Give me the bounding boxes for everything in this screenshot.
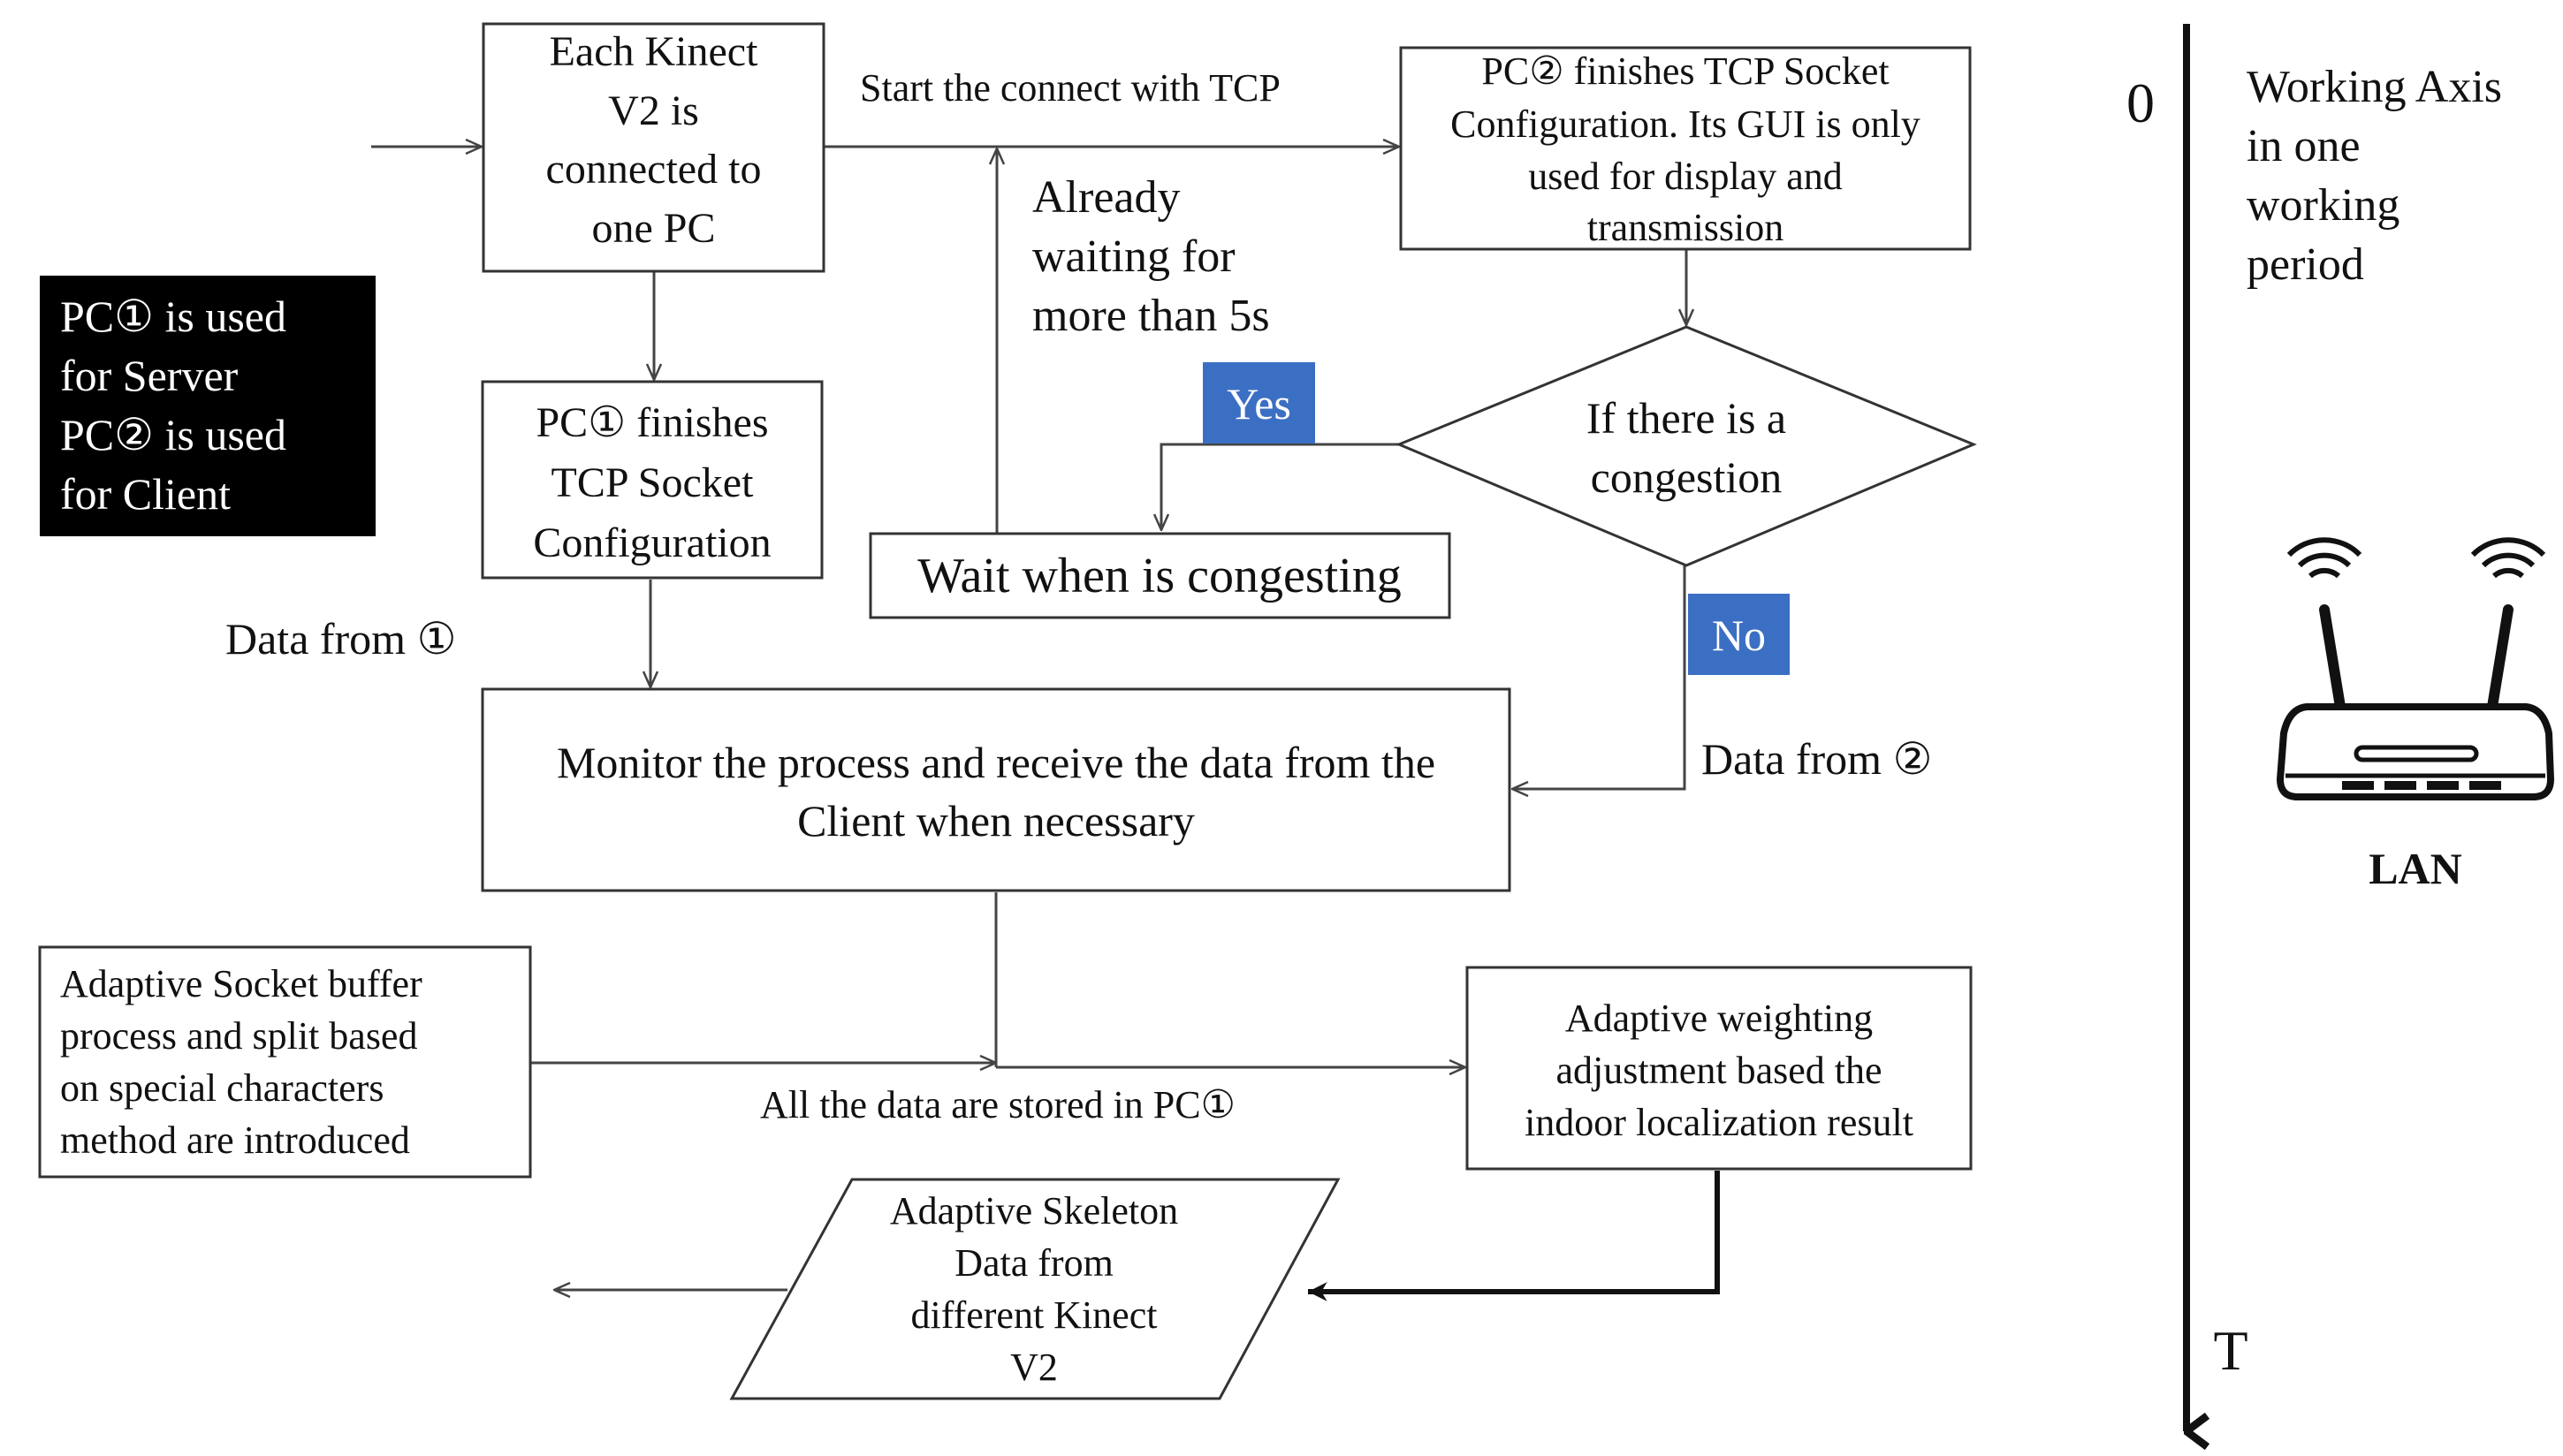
weighting-to-skeleton-arrow [1308,1171,1720,1301]
start-tcp-label: Start the connect with TCP [860,66,1281,110]
already-waiting-line: Already [1032,172,1180,223]
working-axis: 0 T Working Axis in one working period [2126,24,2502,1431]
legend-line: PC② is used [60,410,286,459]
client-config-line: PC② finishes TCP Socket [1481,49,1889,93]
data-from-2-label: Data from ② [1701,734,1932,784]
axis-title-line: Working Axis [2247,62,2502,112]
stored-label: All the data are stored in PC① [760,1083,1236,1126]
buffer-box-line: method are introduced [60,1119,410,1162]
router-label: LAN [2369,844,2462,893]
wait-box-text: Wait when is congesting [917,549,1402,603]
yes-tag-text: Yes [1227,379,1291,428]
skeleton-data-line: Adaptive Skeleton [890,1189,1178,1232]
yes-branch-arrow [1161,443,1399,530]
buffer-box-line: on special characters [60,1066,384,1110]
wait-box: Wait when is congesting [869,532,1451,619]
axis-end-label: T [2213,1319,2247,1382]
skeleton-data-line: V2 [1010,1346,1058,1389]
client-config-line: transmission [1587,206,1783,249]
kinect-box-line: Each Kinect [550,28,759,75]
skeleton-data-line: different Kinect [911,1293,1158,1337]
already-waiting-line: waiting for [1032,231,1236,282]
client-config-line: Configuration. Its GUI is only [1450,102,1920,146]
already-waiting-label: Already waiting for more than 5s [1032,172,1270,341]
yes-tag: Yes [1203,362,1315,444]
buffer-box-line: Adaptive Socket buffer [60,962,422,1005]
weighting-box-line: Adaptive weighting [1565,997,1873,1040]
monitor-box-line: Monitor the process and receive the data… [557,738,1435,787]
server-config-box: PC① finishes TCP Socket Configuration [481,380,824,580]
client-config-box: PC② finishes TCP Socket Configuration. I… [1399,46,1972,251]
legend-background [40,276,376,536]
weighting-box-line: adjustment based the [1555,1049,1882,1092]
axis-title-line: in one [2247,121,2361,171]
congestion-line: congestion [1591,452,1783,502]
congestion-line: If there is a [1586,393,1786,443]
client-config-line: used for display and [1528,155,1843,198]
kinect-box-line: one PC [591,205,715,252]
axis-title-line: period [2247,239,2364,290]
axis-title-line: working [2247,180,2399,231]
legend-line: for Server [60,351,239,400]
buffer-box: Adaptive Socket buffer process and split… [38,945,532,1179]
data-from-1-label: Data from ① [225,614,456,664]
weighting-box-line: indoor localization result [1525,1101,1913,1144]
skeleton-data-parallelogram: Adaptive Skeleton Data from different Ki… [729,1178,1341,1400]
monitor-box: Monitor the process and receive the data… [481,687,1511,892]
skeleton-data-line: Data from [954,1241,1114,1285]
server-config-line: Configuration [533,519,771,566]
weighting-box: Adaptive weighting adjustment based the … [1465,966,1973,1171]
congestion-decision: If there is a congestion [1396,325,1977,567]
connectors [371,147,1720,1301]
router-icon [2276,537,2555,800]
no-tag: No [1688,594,1790,675]
no-tag-text: No [1712,610,1766,660]
kinect-box-line: V2 is [608,87,699,134]
no-branch-arrow [1512,565,1686,789]
server-config-line: TCP Socket [551,459,755,506]
pc-role-legend: PC① is used for Server PC② is used for C… [40,276,376,536]
legend-line: for Client [60,469,231,519]
monitor-box-line: Client when necessary [797,796,1195,846]
buffer-box-line: process and split based [60,1014,417,1058]
kinect-box-line: connected to [546,146,762,193]
already-waiting-line: more than 5s [1032,291,1270,341]
axis-start-label: 0 [2126,72,2155,134]
server-config-line: PC① finishes [536,399,768,446]
legend-line: PC① is used [60,292,286,341]
kinect-box: Each Kinect V2 is connected to one PC [482,22,825,273]
